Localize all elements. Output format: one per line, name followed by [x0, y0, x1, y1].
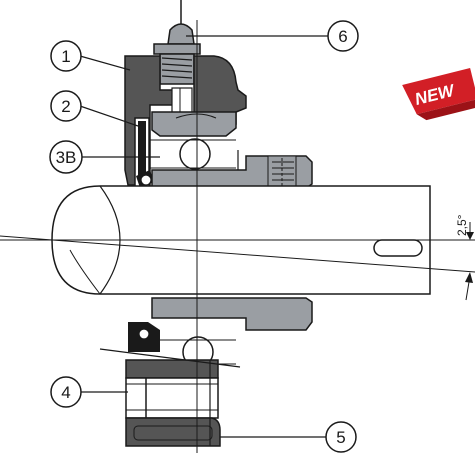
callout-4-label: 4 [61, 383, 70, 402]
ball-upper [150, 138, 244, 173]
callout-2: 2 [50, 90, 139, 127]
seal-upper [134, 117, 154, 191]
callout-3b: 3B [49, 140, 160, 174]
new-badge: NEW [402, 68, 475, 121]
callout-1: 1 [50, 40, 131, 72]
angle-indicator: 2,5° [455, 214, 474, 301]
callout-5: 5 [220, 421, 357, 453]
callout-2-label: 2 [61, 97, 70, 116]
inner-ring-collar-upper [151, 155, 313, 189]
inner-ring-collar-lower [151, 297, 313, 331]
reference-lines [0, 20, 475, 453]
housing-lower [125, 359, 221, 447]
angle-label: 2,5° [455, 214, 469, 236]
bearing-outer-ring-upper [151, 111, 237, 137]
callout-4: 4 [50, 376, 128, 408]
grease-nipple [153, 0, 201, 85]
callout-1-label: 1 [61, 47, 70, 66]
callout-5-label: 5 [336, 428, 345, 447]
callout-6-label: 6 [338, 27, 347, 46]
seal-lower [128, 322, 160, 352]
callout-3b-label: 3B [56, 148, 77, 167]
callout-6: 6 [186, 20, 359, 52]
